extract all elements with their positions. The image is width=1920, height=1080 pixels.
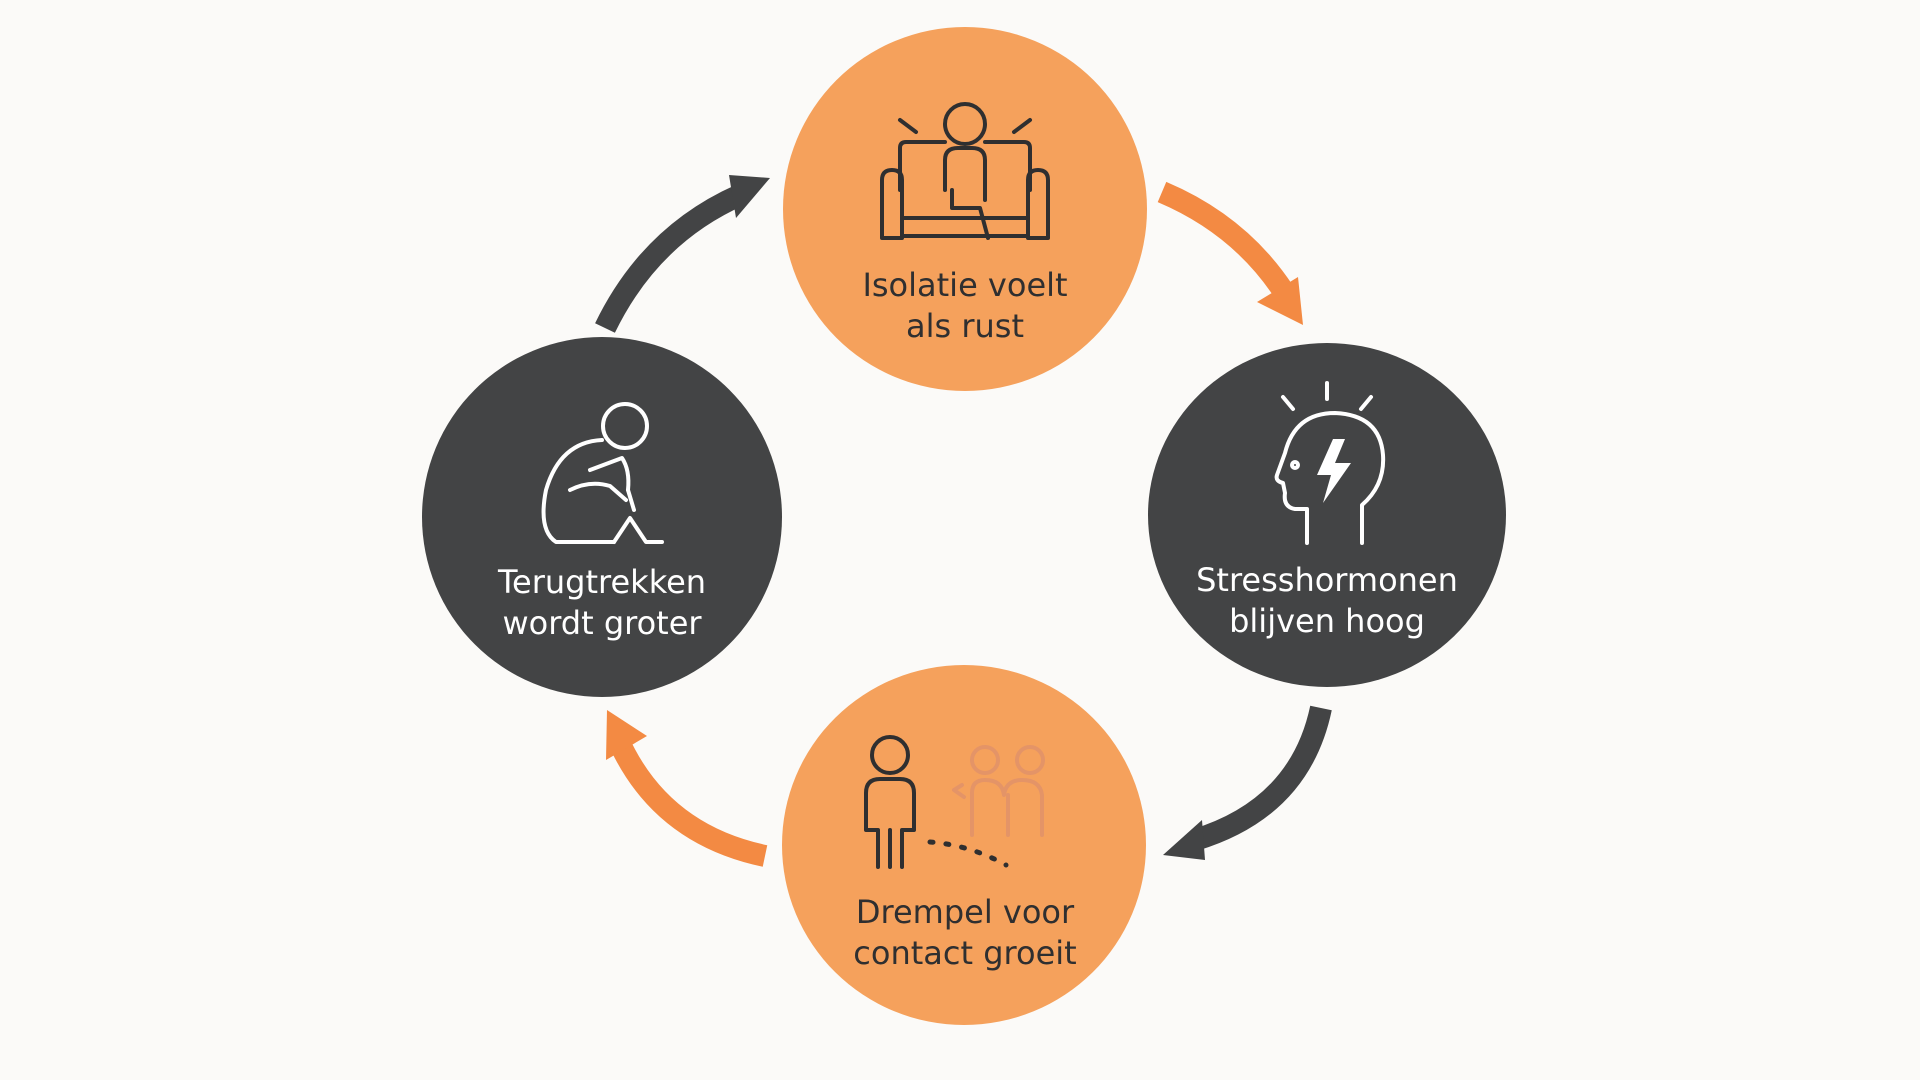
arrowhead-left-to-top [729,175,770,218]
arrowhead-bottom-to-left [606,710,647,760]
label-bottom-line-2: contact groeit [853,934,1077,972]
label-left: Terugtrekken wordt groter [442,562,762,644]
person-distant-group-icon [864,735,1045,869]
arrowhead-top-to-right [1257,277,1303,325]
person-on-couch-icon [880,102,1050,240]
label-left-line-2: wordt groter [502,604,702,642]
label-bottom: Drempel voor contact groeit [805,892,1125,974]
person-hugging-knees-icon [541,402,664,544]
arrow-top-to-right [1157,181,1294,299]
arrowhead-right-to-bottom [1163,820,1205,860]
label-bottom-line-1: Drempel voor [855,893,1075,931]
head-lightning-icon [1274,381,1386,545]
arrow-bottom-to-left [612,743,768,867]
label-right: Stresshormonen blijven hoog [1167,560,1487,642]
arrow-right-to-bottom [1191,705,1332,851]
node-left [422,337,782,697]
label-left-line-1: Terugtrekken [497,563,707,601]
label-top: Isolatie voelt als rust [805,265,1125,347]
node-bottom [782,665,1146,1025]
label-top-line-2: als rust [906,307,1024,345]
label-top-line-1: Isolatie voelt [862,266,1068,304]
arrow-left-to-top [595,184,745,333]
label-right-line-2: blijven hoog [1229,602,1425,640]
label-right-line-1: Stresshormonen [1196,561,1458,599]
